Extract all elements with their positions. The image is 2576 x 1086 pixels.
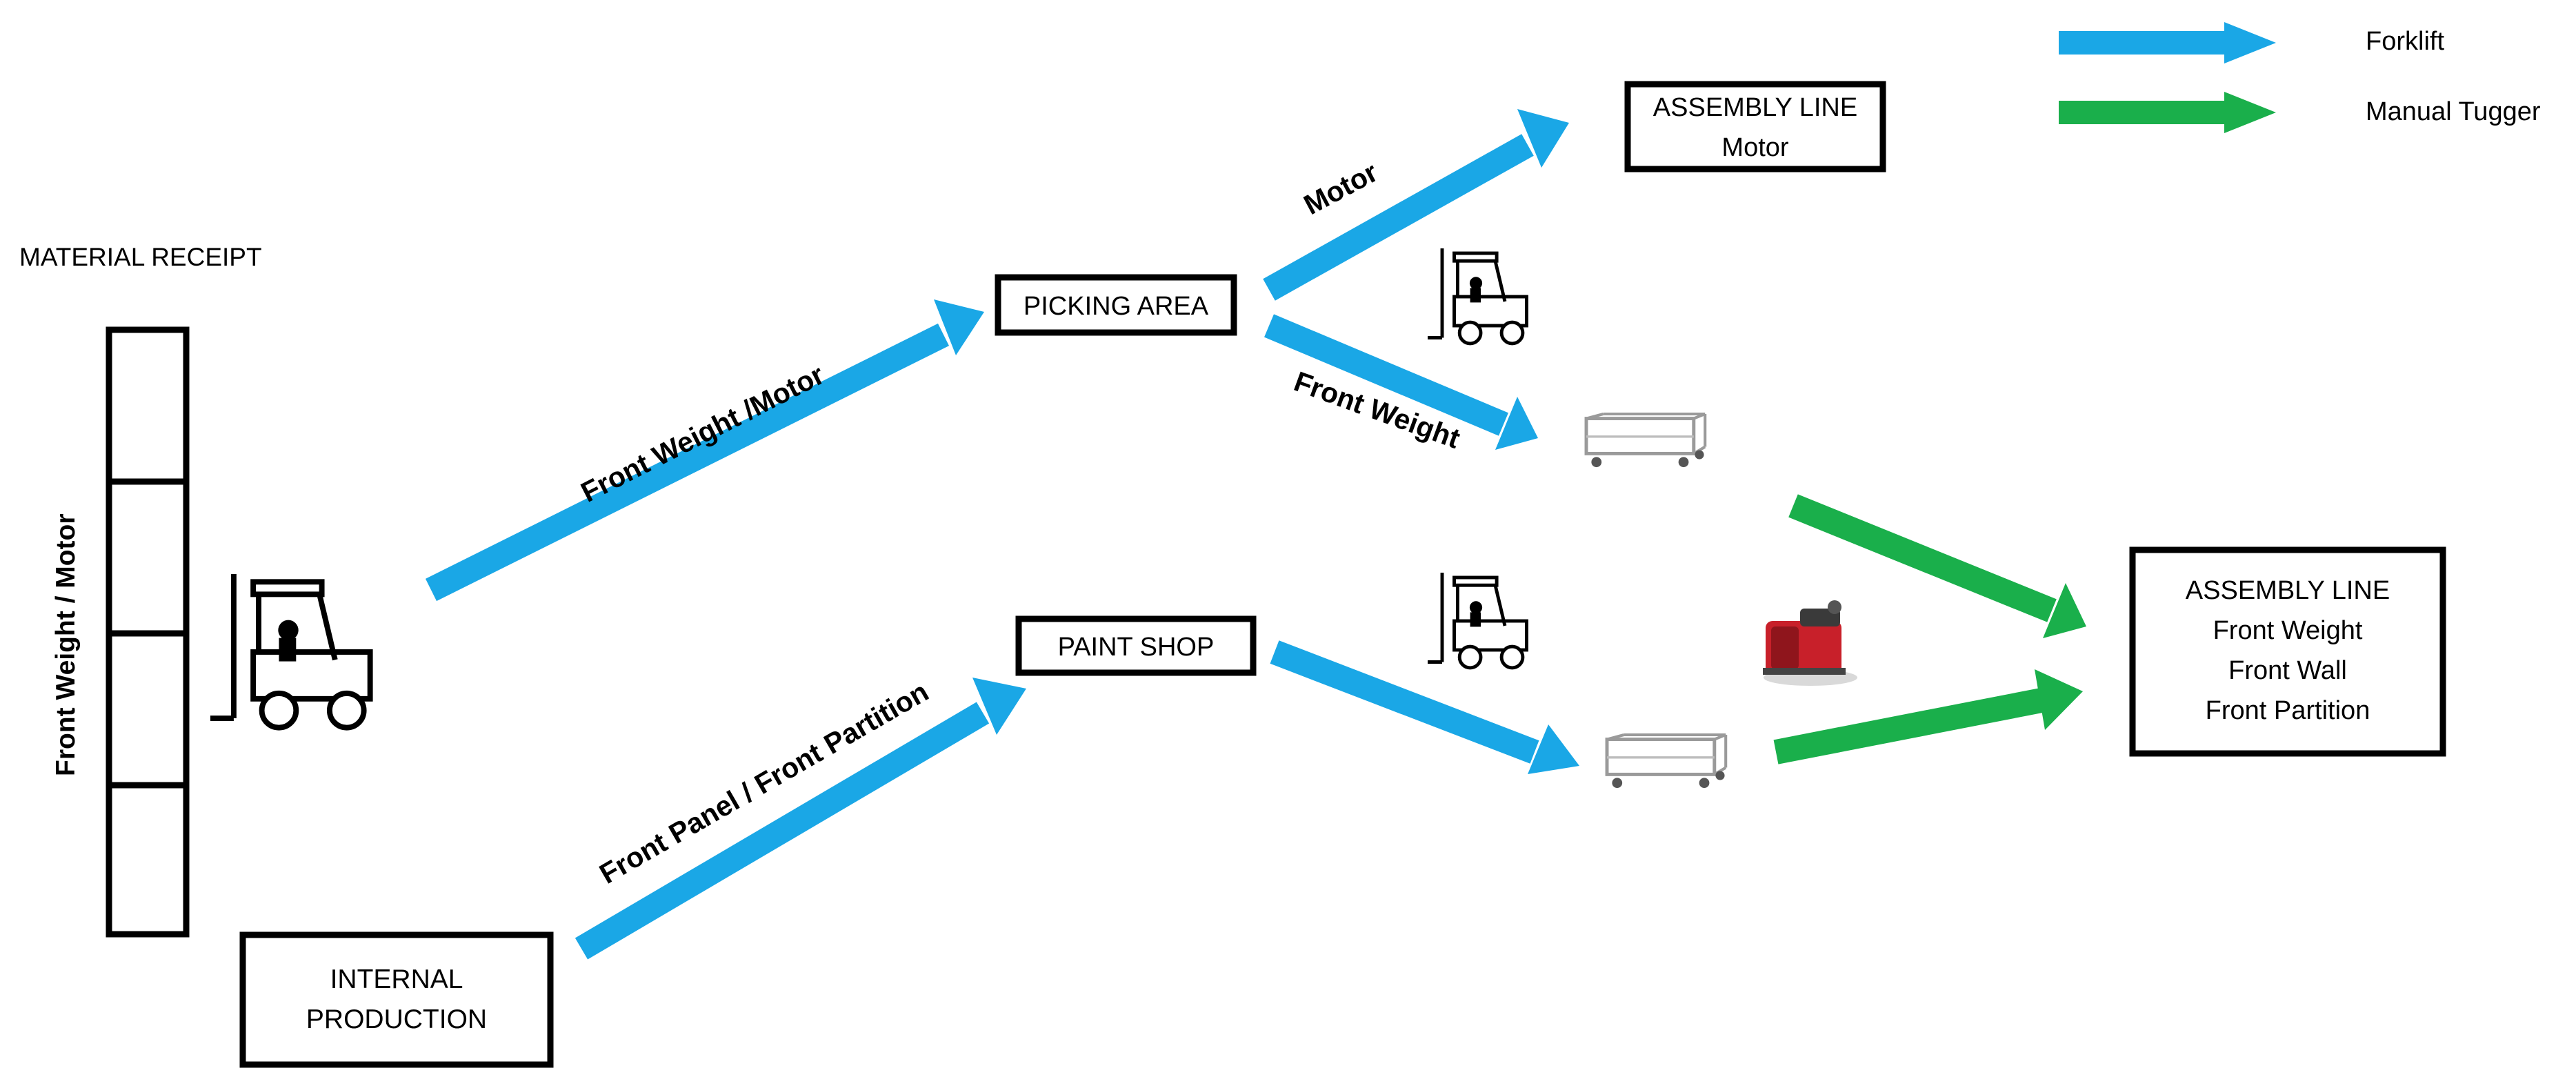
- assembly-line-motor-line1: ASSEMBLY LINE: [1653, 93, 1857, 122]
- transport-cart-icon: [1607, 735, 1726, 788]
- picking-area-box: [995, 274, 1237, 336]
- legend-forklift-label: Forklift: [2366, 27, 2444, 56]
- forklift-flow-arrow: [1263, 109, 1569, 301]
- legend-forklift-arrow: [2059, 22, 2276, 63]
- tugger-flow-arrow: [1773, 669, 2083, 764]
- internal-production-line1: INTERNAL: [330, 965, 463, 994]
- forklift-icon: [1428, 248, 1527, 344]
- flow-label-motor: Motor: [1299, 156, 1383, 221]
- forklift-flow-arrow: [1270, 640, 1579, 774]
- material-receipt-rack: [106, 326, 190, 938]
- forklift-flow-arrow: [1264, 314, 1538, 450]
- paint-shop-label: PAINT SHOP: [1058, 633, 1215, 662]
- assembly-line-front-line3: Front Wall: [2228, 656, 2347, 685]
- assembly-line-motor-box: [1624, 81, 1886, 172]
- forklift-icon: [1428, 573, 1527, 668]
- assembly-line-motor-line2: Motor: [1721, 133, 1788, 162]
- internal-production-line2: PRODUCTION: [306, 1005, 487, 1034]
- material-receipt-title: MATERIAL RECEIPT: [19, 243, 262, 271]
- assembly-line-front-line4: Front Partition: [2206, 696, 2370, 725]
- flow-label-front-weight-motor: Front Weight /Motor: [576, 358, 829, 508]
- internal-production-box: [239, 931, 554, 1068]
- assembly-line-front-line1: ASSEMBLY LINE: [2186, 576, 2390, 605]
- legend-tugger-arrow: [2059, 92, 2276, 133]
- picking-area-label: PICKING AREA: [1024, 292, 1209, 321]
- forklift-flow-arrow: [425, 299, 984, 602]
- legend: Forklift Manual Tugger: [2059, 22, 2541, 133]
- tugger-flow-arrow: [1788, 494, 2086, 638]
- paint-shop-box: [1015, 615, 1257, 676]
- material-receipt-rack-label: Front Weight / Motor: [51, 513, 81, 776]
- manual-tugger-icon: [1763, 600, 1857, 686]
- forklift-flow-arrow: [575, 678, 1026, 960]
- assembly-line-front-box: [2129, 546, 2446, 757]
- legend-tugger-label: Manual Tugger: [2366, 97, 2541, 126]
- forklift-icon: [210, 574, 370, 728]
- assembly-line-front-line2: Front Weight: [2213, 616, 2363, 645]
- transport-cart-icon: [1586, 414, 1705, 467]
